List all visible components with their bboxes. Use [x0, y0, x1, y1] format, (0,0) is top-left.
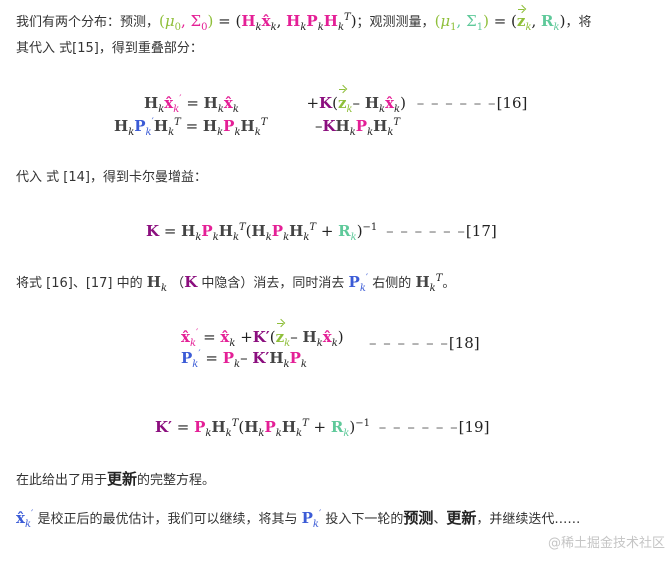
paragraph-iteration: x̂k′ 是校正后的最优估计，我们可以继续，将其与 Pk′ 投入下一轮的预测、更…	[16, 509, 581, 530]
equation-18-number: – – – – – –[18]	[369, 334, 480, 352]
equation-18: x̂k′ = x̂k +K′(zk– Hkx̂k) Pk′ = Pk– K′Hk…	[181, 322, 344, 370]
text-segment: 在此给出了用于	[16, 473, 108, 488]
equation-number: [18]	[448, 334, 480, 352]
equation-number: [19]	[458, 418, 490, 436]
equation-19: K′ = PkHkT(HkPkHkT + Rk)−1 – – – – – –[1…	[155, 412, 490, 439]
dash-leader: – – – – – –	[386, 222, 466, 240]
text-segment: 其代入 式[15]，得到重叠部分：	[16, 41, 203, 56]
dash-leader: – – – – – –	[416, 94, 497, 112]
text-segment: ，将	[565, 15, 592, 30]
text-segment: ，并继续迭代……	[476, 512, 581, 527]
equation-row: HkPk′HkT = HkPkHkT –KHkPkHkT	[114, 117, 401, 138]
equation-row: Pk′ = Pk– K′HkPk	[181, 349, 307, 370]
text-segment: （	[171, 276, 185, 291]
equation-row: K′ = PkHkT(HkPkHkT + Rk)−1 – – – – – –[1…	[155, 418, 490, 439]
paragraph-distributions: 我们有两个分布：预测，(μ0, Σ0) = (Hkx̂k, HkPkHkT)；观…	[16, 9, 592, 33]
text-segment: 的完整方程。	[137, 473, 216, 488]
equation-row: x̂k′ = x̂k +K′(zk– Hkx̂k)	[181, 323, 344, 349]
equation-16: Hkx̂k′ = Hkx̂k +K(zk– Hkx̂k) – – – – – –…	[114, 88, 528, 138]
text-segment: 中隐含）消去，同时消去	[201, 276, 345, 291]
text-segment: 将式 [16]、[17] 中的	[16, 276, 143, 291]
paragraph-elimination: 将式 [16]、[17] 中的 Hk （K 中隐含）消去，同时消去 Pk′ 右侧…	[16, 273, 456, 294]
text-segment: 我们有两个分布：预测，	[16, 15, 160, 30]
equation-number: [17]	[465, 222, 497, 240]
measurement-distribution: (μ1, Σ1) = (zk, Rk)	[434, 9, 566, 33]
text-segment: 是校正后的最优估计，我们可以继续，将其与	[37, 512, 298, 527]
text-segment: ；观测测量，	[356, 15, 435, 30]
watermark: @稀土掘金技术社区	[547, 536, 665, 551]
equation-row: Hkx̂k′ = Hkx̂k +K(zk– Hkx̂k) – – – – – –…	[144, 89, 528, 115]
bold-update: 更新	[446, 509, 477, 527]
text-segment: 、	[433, 512, 447, 527]
dash-leader: – – – – – –	[378, 418, 459, 436]
bold-update: 更新	[107, 470, 138, 488]
paragraph-kalman-gain-intro: 代入 式 [14]，得到卡尔曼增益：	[16, 170, 207, 185]
equation-17: K = HkPkHkT(HkPkHkT + Rk)−1 – – – – – –[…	[146, 216, 497, 243]
equation-number: [16]	[496, 94, 528, 112]
text-segment: 投入下一轮的	[325, 512, 404, 527]
bold-predict: 预测	[403, 509, 434, 527]
dash-leader: – – – – – –	[369, 334, 449, 352]
equation-row: K = HkPkHkT(HkPkHkT + Rk)−1 – – – – – –[…	[146, 222, 497, 243]
prediction-distribution: (μ0, Σ0) = (Hkx̂k, HkPkHkT)	[159, 12, 357, 33]
paragraph-update-equations: 在此给出了用于更新的完整方程。	[16, 468, 215, 489]
text-segment: 右侧的	[372, 276, 412, 291]
